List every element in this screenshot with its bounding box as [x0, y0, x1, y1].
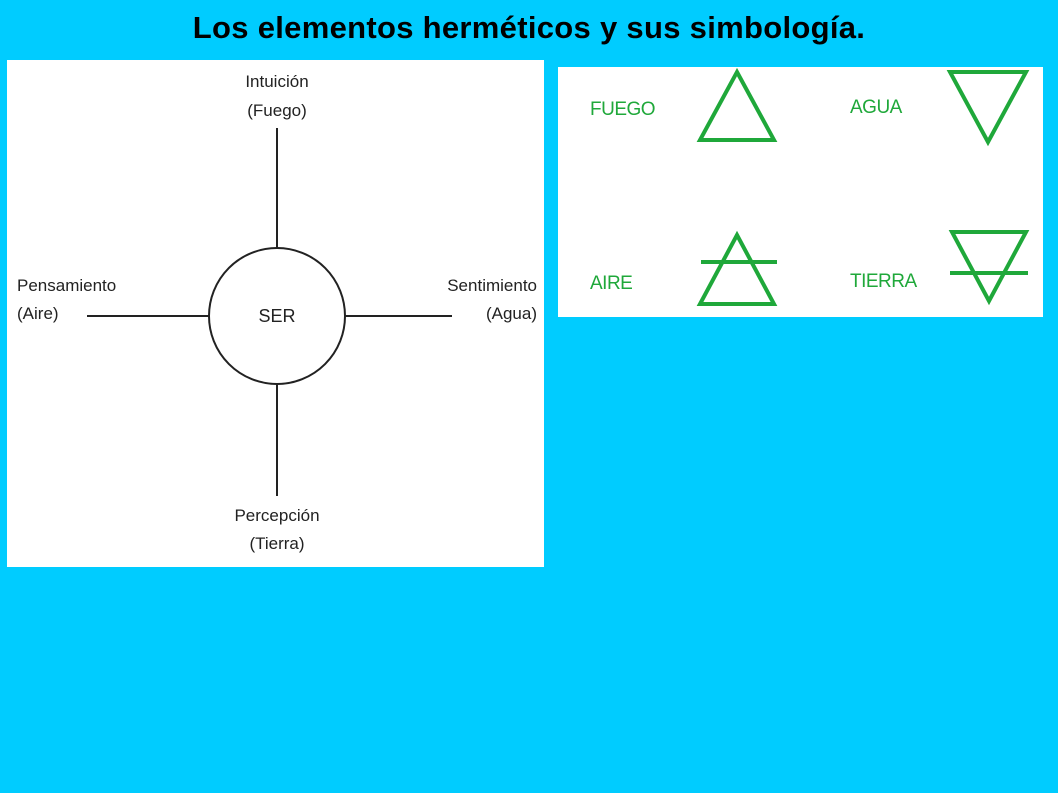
right-label-line1: Sentimiento [447, 276, 537, 295]
symbol-label-fuego: FUEGO [590, 99, 655, 120]
diagram-svg: SER Intuición (Fuego) Pensamiento (Aire)… [17, 72, 537, 553]
element-symbols-panel: FUEGO AGUA AIRE TIERRA [558, 67, 1043, 317]
hermetic-elements-diagram: SER Intuición (Fuego) Pensamiento (Aire)… [7, 60, 544, 567]
right-label-line2: (Agua) [486, 304, 537, 323]
fire-triangle-icon [696, 67, 778, 142]
symbol-label-tierra: TIERRA [850, 271, 918, 292]
bottom-label-line1: Percepción [234, 506, 319, 525]
water-inverted-triangle-icon [946, 70, 1030, 147]
symbol-label-aire: AIRE [590, 273, 632, 294]
left-label-line1: Pensamiento [17, 276, 116, 295]
symbols-svg: FUEGO AGUA AIRE TIERRA [590, 67, 1030, 306]
symbol-label-agua: AGUA [850, 97, 903, 118]
earth-inverted-triangle-bar-icon [948, 230, 1030, 306]
top-label-line2: (Fuego) [247, 101, 307, 120]
bottom-label-line2: (Tierra) [249, 534, 304, 553]
top-label-line1: Intuición [245, 72, 308, 91]
air-triangle-bar-icon [696, 230, 778, 306]
page-title: Los elementos herméticos y sus simbologí… [192, 10, 866, 45]
center-circle [208, 247, 346, 385]
left-label-line2: (Aire) [17, 304, 59, 323]
center-label: SER [258, 306, 295, 326]
